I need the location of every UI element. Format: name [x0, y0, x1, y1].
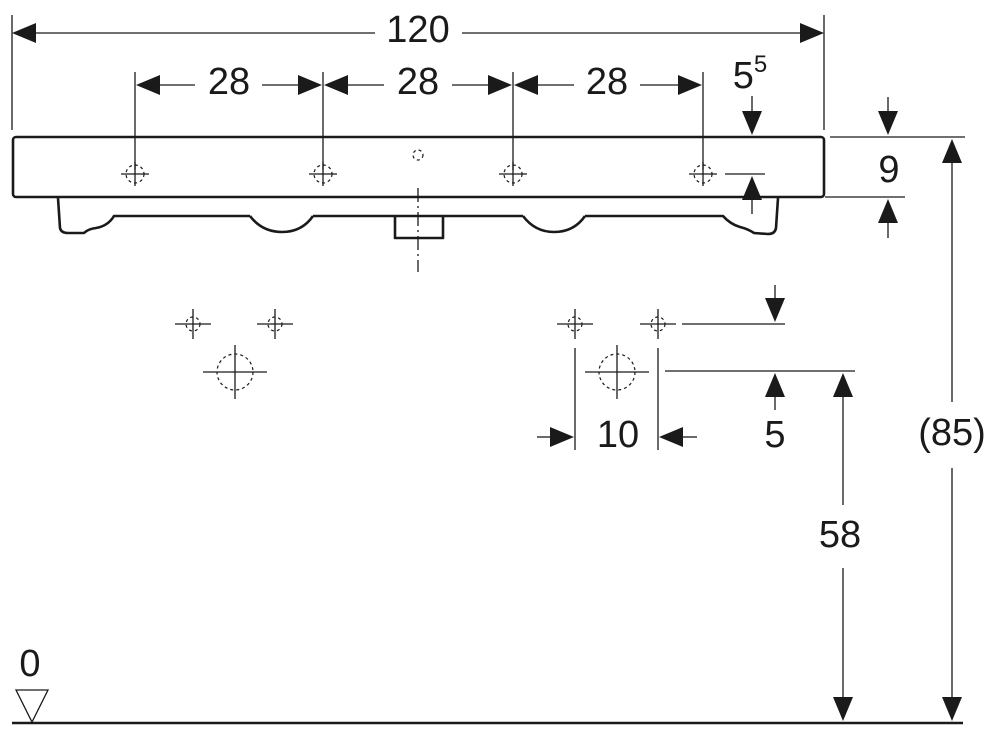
dimension-total-height: (85) [918, 139, 986, 721]
dimension-supply-height: 58 [819, 373, 861, 721]
supply-connection-markers [175, 309, 676, 399]
dimension-horizontal-spacing: 10 [537, 348, 697, 456]
dimension-rim-height: 9 [825, 97, 965, 238]
label-tap-spacing-1: 28 [208, 61, 250, 103]
washbasin-front-view [11, 135, 826, 272]
label-tap-offset: 55 [733, 51, 768, 97]
level-triangle-icon [14, 689, 50, 724]
label-overall-width: 120 [386, 9, 449, 51]
label-vertical-spacing: 5 [764, 414, 785, 456]
dimension-tap-offset: 55 [725, 51, 767, 214]
dimension-overall-width: 120 [11, 9, 825, 130]
tap-hole-markers [121, 162, 717, 186]
label-tap-spacing-3: 28 [586, 61, 628, 103]
label-floor-level: 0 [19, 643, 40, 685]
label-horizontal-spacing: 10 [597, 414, 639, 456]
label-tap-spacing-2: 28 [397, 61, 439, 103]
dimension-vertical-spacing: 5 [665, 285, 855, 456]
label-rim-height: 9 [878, 149, 899, 191]
dimension-tap-spacing: 28 28 28 [134, 61, 704, 170]
overflow-icon [412, 149, 424, 161]
label-total-height: (85) [918, 412, 986, 454]
label-supply-height: 58 [819, 514, 861, 556]
floor-reference: 0 [12, 643, 963, 725]
